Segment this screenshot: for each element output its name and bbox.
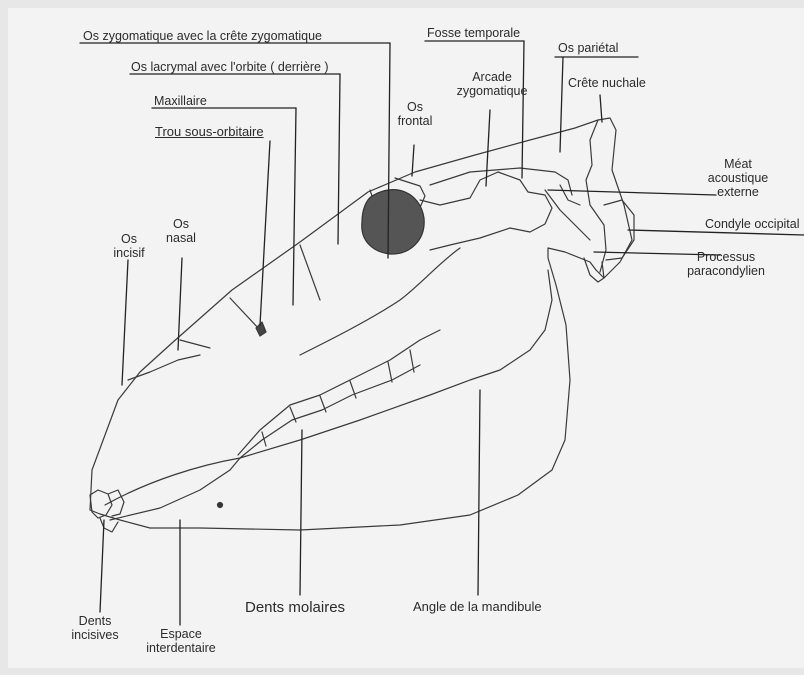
leader-angle — [478, 390, 480, 595]
label-maxillaire: Maxillaire — [154, 94, 207, 108]
temporal-fossa-line — [430, 168, 572, 195]
leader-dents-molaires — [300, 430, 302, 595]
label-dents-molaires: Dents molaires — [245, 599, 345, 616]
leader-fosse-v — [522, 41, 524, 178]
label-crete-nuchale: Crête nuchale — [568, 76, 646, 90]
mental-foramen — [218, 503, 223, 508]
label-fosse-temporale: Fosse temporale — [427, 26, 520, 40]
molar-dividers — [262, 350, 414, 446]
label-os-lacrymal: Os lacrymal avec l'orbite ( derrière ) — [131, 60, 329, 74]
label-condyle-occipital: Condyle occipital — [705, 217, 800, 231]
mandible-lower — [110, 458, 240, 520]
leader-os-parietal-v — [560, 57, 563, 152]
incisors — [90, 490, 124, 532]
orbit — [362, 190, 424, 254]
label-os-frontal: Os frontal — [395, 100, 435, 128]
label-os-parietal: Os pariétal — [558, 41, 618, 55]
upper-tooth-row — [238, 330, 440, 458]
label-dents-incisives: Dents incisives — [63, 614, 127, 642]
skull-outline — [90, 118, 632, 530]
leader-maxillaire-v — [293, 108, 296, 305]
nasal-notch — [128, 355, 200, 380]
label-processus-paracondylien: Processus paracondylien — [676, 250, 776, 278]
leader-meat — [548, 190, 716, 195]
label-espace-interdentaire: Espace interdentaire — [136, 627, 226, 655]
label-meat-acoustique: Méat acoustique externe — [700, 157, 776, 199]
label-os-zygomatique: Os zygomatique avec la crête zygomatique — [83, 29, 322, 43]
label-trou-sous-orbitaire: Trou sous-orbitaire — [155, 125, 264, 139]
label-angle-mandibule: Angle de la mandibule — [413, 600, 542, 614]
leader-trou — [260, 141, 270, 325]
leader-arcade — [486, 110, 490, 186]
leader-dents-incisives — [100, 520, 104, 612]
mandible — [105, 270, 552, 505]
label-arcade-zygomatique: Arcade zygomatique — [452, 70, 532, 98]
leader-os-incisif — [122, 260, 128, 385]
label-os-incisif: Os incisif — [111, 232, 147, 260]
facial-crest — [300, 248, 460, 355]
leader-os-lacrymal-v — [338, 74, 340, 244]
infraorbital-foramen — [256, 322, 266, 336]
nuchal-crest — [586, 120, 606, 272]
label-os-nasal: Os nasal — [165, 217, 197, 245]
leader-crete — [600, 95, 602, 122]
leader-os-frontal — [412, 145, 414, 176]
